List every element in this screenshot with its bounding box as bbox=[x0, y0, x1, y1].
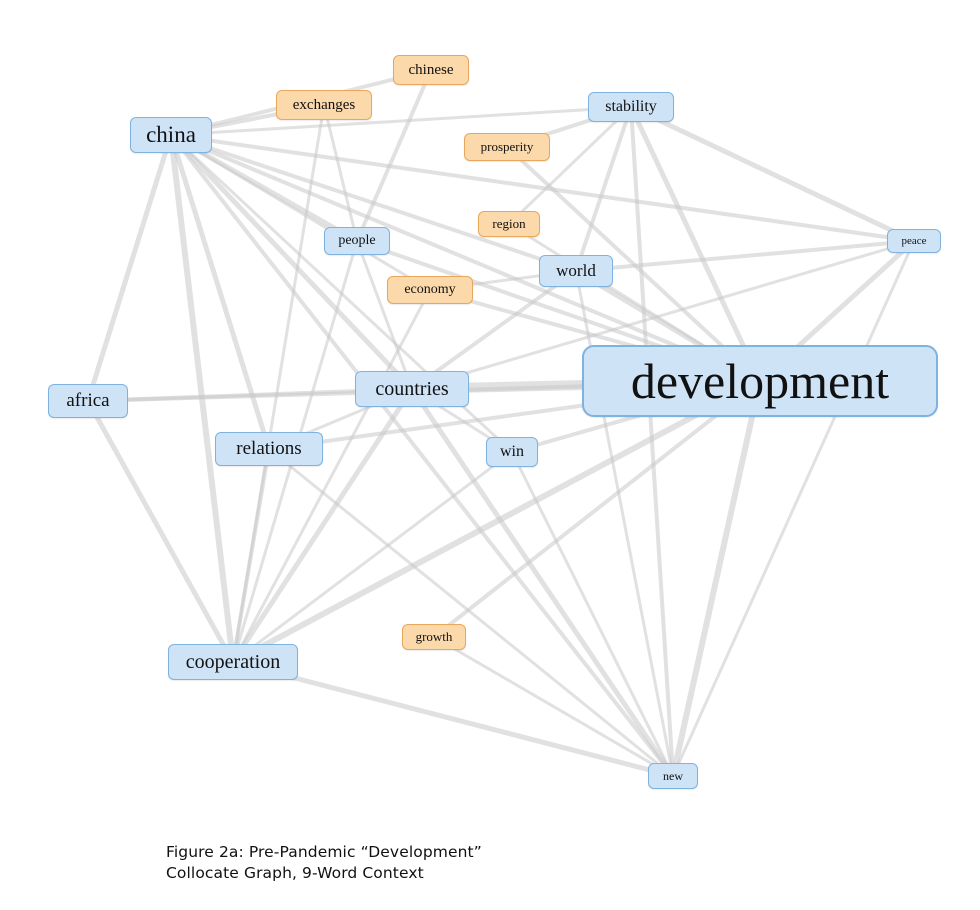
graph-edge bbox=[432, 379, 762, 639]
graph-node-label: win bbox=[500, 443, 524, 460]
graph-node-new[interactable]: new bbox=[648, 763, 698, 789]
graph-edge bbox=[268, 447, 674, 778]
figure-caption-line-2: Collocate Graph, 9-Word Context bbox=[166, 863, 424, 882]
graph-edge bbox=[628, 105, 763, 383]
graph-edge bbox=[170, 133, 761, 383]
graph-node-china[interactable]: china bbox=[130, 117, 212, 153]
graph-node-economy[interactable]: economy bbox=[387, 276, 473, 304]
graph-edge bbox=[85, 399, 236, 664]
graph-node-label: growth bbox=[415, 629, 453, 644]
graph-node-label: region bbox=[492, 216, 526, 231]
graph-edge bbox=[170, 105, 632, 137]
graph-edge bbox=[433, 635, 674, 778]
graph-node-chinese[interactable]: chinese bbox=[393, 55, 469, 85]
graph-edge bbox=[355, 240, 414, 390]
graph-node-countries[interactable]: countries bbox=[355, 371, 469, 407]
graph-node-label: countries bbox=[375, 377, 449, 400]
graph-edge bbox=[170, 133, 431, 292]
graph-edge bbox=[629, 106, 675, 777]
graph-node-label: china bbox=[146, 122, 196, 147]
graph-node-stability[interactable]: stability bbox=[588, 92, 674, 122]
graph-node-cooperation[interactable]: cooperation bbox=[168, 644, 298, 680]
collocate-graph: development china countries cooperation rela… bbox=[48, 55, 941, 789]
graph-node-development[interactable]: development bbox=[582, 345, 938, 417]
graph-edge bbox=[507, 105, 633, 226]
graph-edge bbox=[231, 289, 432, 663]
graph-edge bbox=[574, 106, 633, 272]
graph-edge bbox=[232, 450, 513, 664]
graph-node-peace[interactable]: peace bbox=[887, 229, 941, 253]
graph-edge bbox=[510, 451, 675, 777]
graph-edge bbox=[322, 104, 359, 242]
graph-edge bbox=[670, 380, 763, 777]
graph-edge bbox=[230, 387, 415, 664]
graph-edge bbox=[355, 69, 433, 242]
graph-node-people[interactable]: people bbox=[324, 227, 390, 255]
graph-node-label: chinese bbox=[408, 61, 454, 78]
graph-edge bbox=[85, 134, 174, 402]
graph-edge bbox=[409, 387, 676, 778]
graph-edge bbox=[170, 133, 915, 243]
graph-node-label: cooperation bbox=[185, 650, 281, 673]
graph-node-label: world bbox=[556, 261, 596, 280]
graph-node-exchanges[interactable]: exchanges bbox=[276, 90, 372, 120]
graph-edge bbox=[169, 133, 675, 778]
graph-node-label: africa bbox=[66, 390, 110, 411]
graph-edge bbox=[411, 239, 915, 391]
figure-caption-line-1: Figure 2a: Pre-Pandemic “Development” bbox=[166, 843, 482, 861]
graph-edge bbox=[232, 659, 674, 779]
graph-edge bbox=[410, 269, 578, 391]
graph-node-label: exchanges bbox=[292, 96, 356, 113]
graph-node-label: peace bbox=[901, 235, 927, 247]
graph-node-label: prosperity bbox=[480, 139, 534, 154]
graph-node-label: people bbox=[338, 233, 376, 248]
graph-node-label: development bbox=[630, 353, 890, 409]
graph-node-win[interactable]: win bbox=[486, 437, 538, 467]
graph-node-label: relations bbox=[236, 438, 302, 459]
graph-node-prosperity[interactable]: prosperity bbox=[464, 133, 550, 161]
graph-node-growth[interactable]: growth bbox=[402, 624, 466, 650]
figure-caption: Figure 2a: Pre-Pandemic “Development” Co… bbox=[166, 842, 806, 884]
graph-edge bbox=[231, 378, 762, 665]
graph-node-label: stability bbox=[605, 98, 657, 115]
graph-node-label: new bbox=[663, 768, 683, 783]
graph-edge bbox=[671, 240, 916, 777]
graph-edge bbox=[629, 104, 916, 244]
graph-node-africa[interactable]: africa bbox=[48, 384, 128, 418]
graph-node-label: economy bbox=[404, 282, 456, 297]
graph-node-region[interactable]: region bbox=[478, 211, 540, 237]
graph-edge bbox=[169, 133, 414, 391]
graph-node-world[interactable]: world bbox=[539, 255, 613, 287]
graph-edge bbox=[231, 104, 326, 663]
graph-node-relations[interactable]: relations bbox=[215, 432, 323, 466]
graph-edge bbox=[575, 239, 915, 273]
